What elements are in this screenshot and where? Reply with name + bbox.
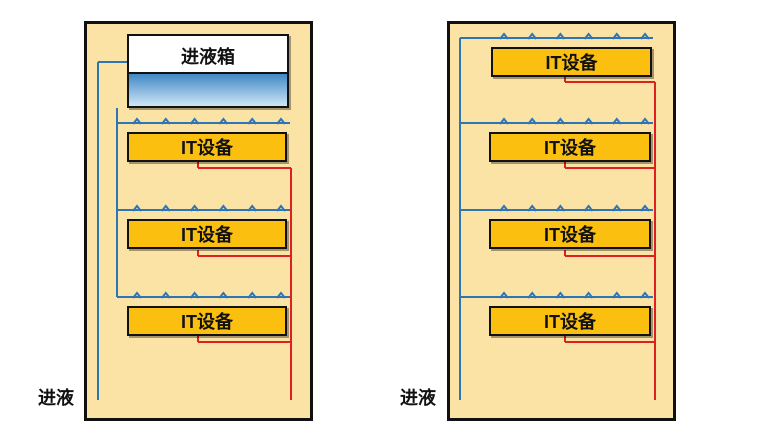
spray-nozzle (247, 117, 257, 125)
spray-nozzle (189, 291, 200, 299)
spray-nozzle (218, 291, 229, 299)
liquid-tank: 进液箱 (127, 34, 289, 108)
spray-nozzle (527, 291, 537, 299)
spray-nozzle (640, 204, 650, 212)
spray-nozzle (161, 117, 171, 125)
spray-nozzle (276, 204, 286, 212)
spray-nozzle (612, 204, 622, 212)
spray-nozzle (189, 117, 200, 125)
spray-nozzle (218, 204, 229, 212)
spray-nozzle (218, 117, 229, 125)
spray-nozzle (499, 204, 509, 212)
right-it-device-1: IT设备 (491, 47, 652, 77)
spray-nozzle (161, 204, 171, 212)
spray-nozzle (527, 32, 537, 40)
tank-liquid (129, 72, 287, 106)
spray-nozzle (276, 291, 286, 299)
spray-nozzle (555, 291, 566, 299)
spray-nozzle (583, 291, 594, 299)
spray-nozzle (132, 204, 142, 212)
spray-nozzle (583, 32, 594, 40)
left-inlet-label: 进液 (38, 388, 74, 408)
spray-nozzle (499, 291, 509, 299)
right-it-device-4: IT设备 (489, 306, 651, 336)
left-it-device-3: IT设备 (127, 306, 287, 336)
right-it-device-2: IT设备 (489, 132, 651, 162)
spray-nozzle (132, 291, 142, 299)
spray-nozzle (583, 117, 594, 125)
tank-label: 进液箱 (181, 47, 235, 67)
spray-nozzle (583, 204, 594, 212)
piping-diagram (97, 32, 656, 400)
spray-nozzle (276, 117, 286, 125)
spray-nozzle (132, 117, 142, 125)
spray-nozzle (640, 117, 650, 125)
spray-nozzle (247, 291, 257, 299)
spray-nozzle (527, 117, 537, 125)
spray-nozzle (161, 291, 171, 299)
right-it-device-3: IT设备 (489, 219, 651, 249)
spray-nozzle (527, 204, 537, 212)
left-it-device-2: IT设备 (127, 219, 287, 249)
left-it-device-1: IT设备 (127, 132, 287, 162)
spray-nozzle (499, 117, 509, 125)
diagram-title (290, 0, 550, 4)
right-inlet-label: 进液 (400, 388, 436, 408)
spray-nozzle (640, 291, 650, 299)
spray-nozzle (555, 32, 566, 40)
spray-nozzle (555, 117, 566, 125)
spray-nozzle (612, 117, 622, 125)
spray-nozzle (612, 291, 622, 299)
spray-nozzle (247, 204, 257, 212)
spray-nozzle (612, 32, 622, 40)
spray-nozzle (499, 32, 509, 40)
spray-nozzle (555, 204, 566, 212)
spray-nozzle (189, 204, 200, 212)
spray-nozzle (640, 32, 650, 40)
